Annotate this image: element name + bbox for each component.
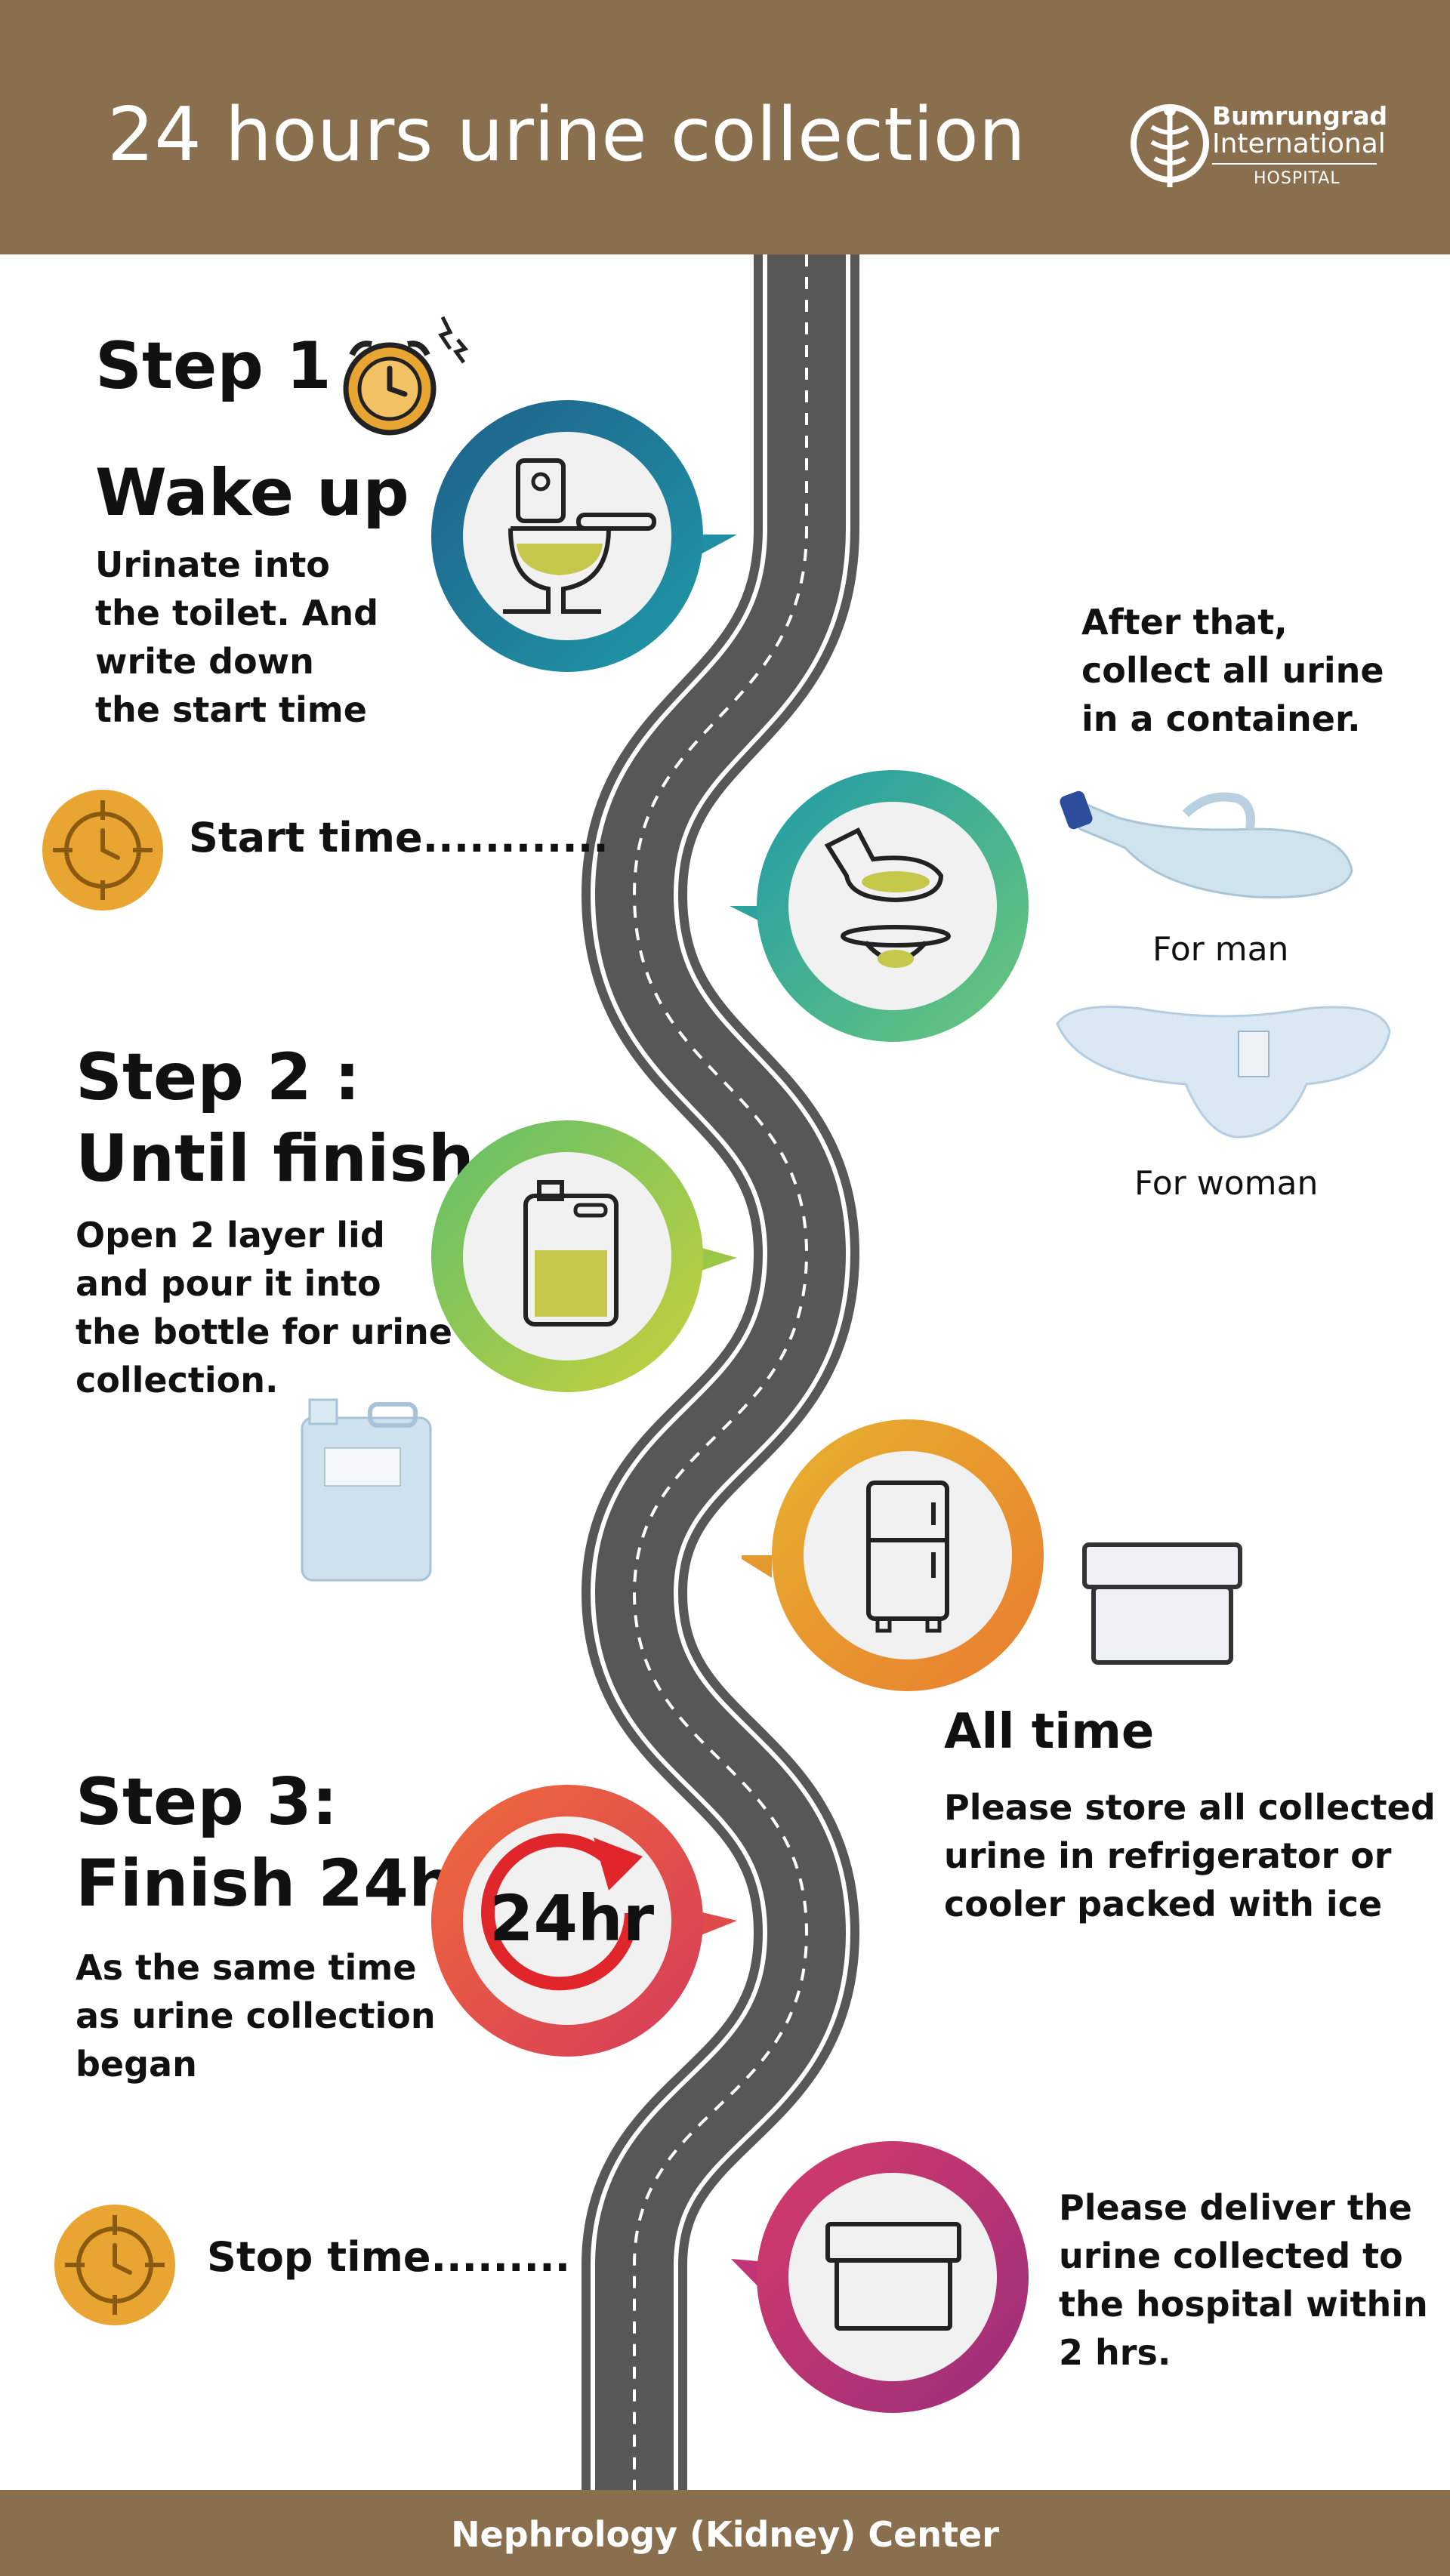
collect-line1: After that, <box>1081 602 1288 642</box>
store-line2: urine in refrigerator or <box>944 1835 1392 1876</box>
step1-subheading: Wake up <box>95 455 409 531</box>
deliver-line1: Please deliver the <box>1059 2187 1412 2228</box>
step2-subheading: Until finish <box>76 1121 474 1197</box>
24hr-circle: 24hr <box>427 1785 745 2057</box>
step1-line4: the start time <box>95 689 367 730</box>
step3-heading: Step 3: <box>76 1764 338 1840</box>
store-heading: All time <box>944 1704 1155 1760</box>
for-man-caption: For man <box>1152 930 1289 969</box>
logo-divider <box>1212 163 1377 165</box>
step2-line2: and pour it into <box>76 1263 381 1304</box>
collect-line2: collect all urine <box>1081 650 1384 691</box>
deliver-line2: urine collected to <box>1059 2236 1403 2276</box>
caduceus-icon <box>1131 104 1209 187</box>
step1-line2: the toilet. And <box>95 593 379 633</box>
deliver-line3: the hospital within <box>1059 2284 1428 2325</box>
timer-icon <box>42 790 163 911</box>
toilet-icon <box>431 400 737 672</box>
deliver-line4: 2 hrs. <box>1059 2332 1171 2373</box>
delivery-box-icon <box>731 2141 1029 2413</box>
store-line1: Please store all collected <box>944 1787 1436 1828</box>
logo-line1: Bumrungrad <box>1212 101 1388 131</box>
stop-time-label: Stop time......... <box>207 2233 571 2281</box>
step1-heading: Step 1 : <box>95 328 381 404</box>
start-time-label: Start time............ <box>189 814 609 861</box>
alarm-clock-icon <box>343 316 469 436</box>
footer-bar: Nephrology (Kidney) Center <box>0 2490 1450 2576</box>
female-bedpan-photo <box>1056 1006 1391 1139</box>
logo-line3: HOSPITAL <box>1254 169 1340 188</box>
store-line3: cooler packed with ice <box>944 1884 1383 1924</box>
24hr-icon <box>431 1785 737 2057</box>
logo-line2: International <box>1212 128 1386 159</box>
male-urinal-photo <box>1060 790 1353 899</box>
footer-title: Nephrology (Kidney) Center <box>451 2514 999 2555</box>
step3-line3: began <box>76 2044 197 2085</box>
hospital-logo: Bumrungrad International HOSPITAL <box>1129 97 1388 195</box>
page-title: 24 hours urine collection <box>107 92 1026 178</box>
step2-line1: Open 2 layer lid <box>76 1215 385 1256</box>
step2-line3: the bottle for urine <box>76 1311 452 1352</box>
jug-icon <box>431 1120 737 1392</box>
cooler-box-icon <box>1082 1542 1242 1665</box>
header-bar: 24 hours urine collection Bumrungrad Int… <box>0 0 1450 254</box>
step1-line3: write down <box>95 641 314 682</box>
bedpan-icon <box>730 770 1029 1042</box>
step3-line1: As the same time <box>76 1947 417 1988</box>
collect-line3: in a container. <box>1081 698 1361 739</box>
step2-line4: collection. <box>76 1360 279 1400</box>
refrigerator-icon <box>742 1419 1044 1691</box>
step3-subheading: Finish 24hr <box>76 1846 487 1921</box>
step2-heading: Step 2 : <box>76 1040 361 1115</box>
collection-bottle-photo <box>301 1398 432 1582</box>
step3-line2: as urine collection <box>76 1995 436 2036</box>
24hr-badge-text: 24hr <box>489 1881 655 1955</box>
for-woman-caption: For woman <box>1134 1164 1319 1203</box>
timer-icon <box>54 2205 175 2325</box>
step1-line1: Urinate into <box>95 544 330 585</box>
